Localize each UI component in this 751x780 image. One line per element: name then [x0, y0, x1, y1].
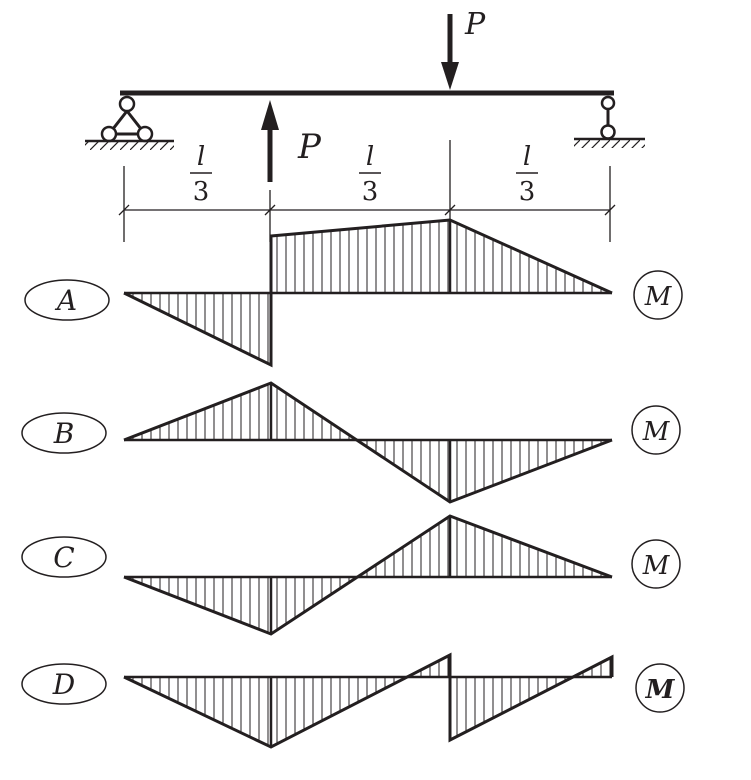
dim-3-numerator: l: [523, 142, 531, 172]
pin-support-left: [85, 95, 174, 150]
dim-fraction-2: l 3: [359, 142, 381, 207]
option-b-ellipse: [21, 412, 107, 454]
load-arrow-down: [441, 14, 459, 90]
dim-1-numerator: l: [197, 142, 205, 172]
option-d-m-label: M: [645, 675, 676, 705]
option-b-m-label: M: [642, 417, 671, 447]
option-c-ellipse: [21, 536, 107, 578]
option-a-ellipse: [24, 279, 110, 321]
diagram-outline: [123, 652, 614, 749]
beam-group: P P: [85, 7, 645, 182]
option-d: D M: [21, 652, 685, 749]
option-c-m-circle: [631, 539, 681, 589]
option-b-label: B: [53, 417, 75, 450]
option-c-m-label: M: [642, 551, 671, 581]
diagram-outline: [123, 514, 613, 636]
moment-diagram-b: [123, 381, 613, 504]
dim-1-denominator: 3: [193, 177, 210, 207]
dim-2-numerator: l: [366, 142, 374, 172]
dimension-line-group: l 3 l 3 l 3: [118, 140, 616, 242]
dim-fraction-1: l 3: [190, 142, 212, 207]
dim-fraction-3: l 3: [516, 142, 538, 207]
diagram-outline: [123, 218, 613, 368]
moment-diagram-d: [123, 652, 614, 749]
dim-3-denominator: 3: [519, 177, 536, 207]
load-arrow-up: [261, 100, 279, 182]
diagram-outline: [123, 381, 613, 504]
option-d-label: D: [52, 668, 75, 701]
option-d-m-circle: [635, 663, 685, 713]
moment-diagram-a: [123, 218, 613, 368]
option-a-label: A: [54, 284, 77, 317]
option-b-m-circle: [631, 405, 681, 455]
load-label-bottom: P: [297, 127, 322, 167]
load-label-top: P: [464, 7, 486, 42]
dim-2-denominator: 3: [362, 177, 379, 207]
roller-support-right: [574, 95, 645, 148]
option-d-ellipse: [21, 663, 107, 705]
option-c-label: C: [53, 541, 74, 574]
option-c: C M: [21, 514, 681, 636]
option-b: B M: [21, 381, 681, 504]
option-a-m-label: M: [644, 282, 673, 312]
option-a-m-circle: [633, 270, 683, 320]
option-a: A M: [24, 218, 683, 368]
moment-diagram-c: [123, 514, 613, 636]
